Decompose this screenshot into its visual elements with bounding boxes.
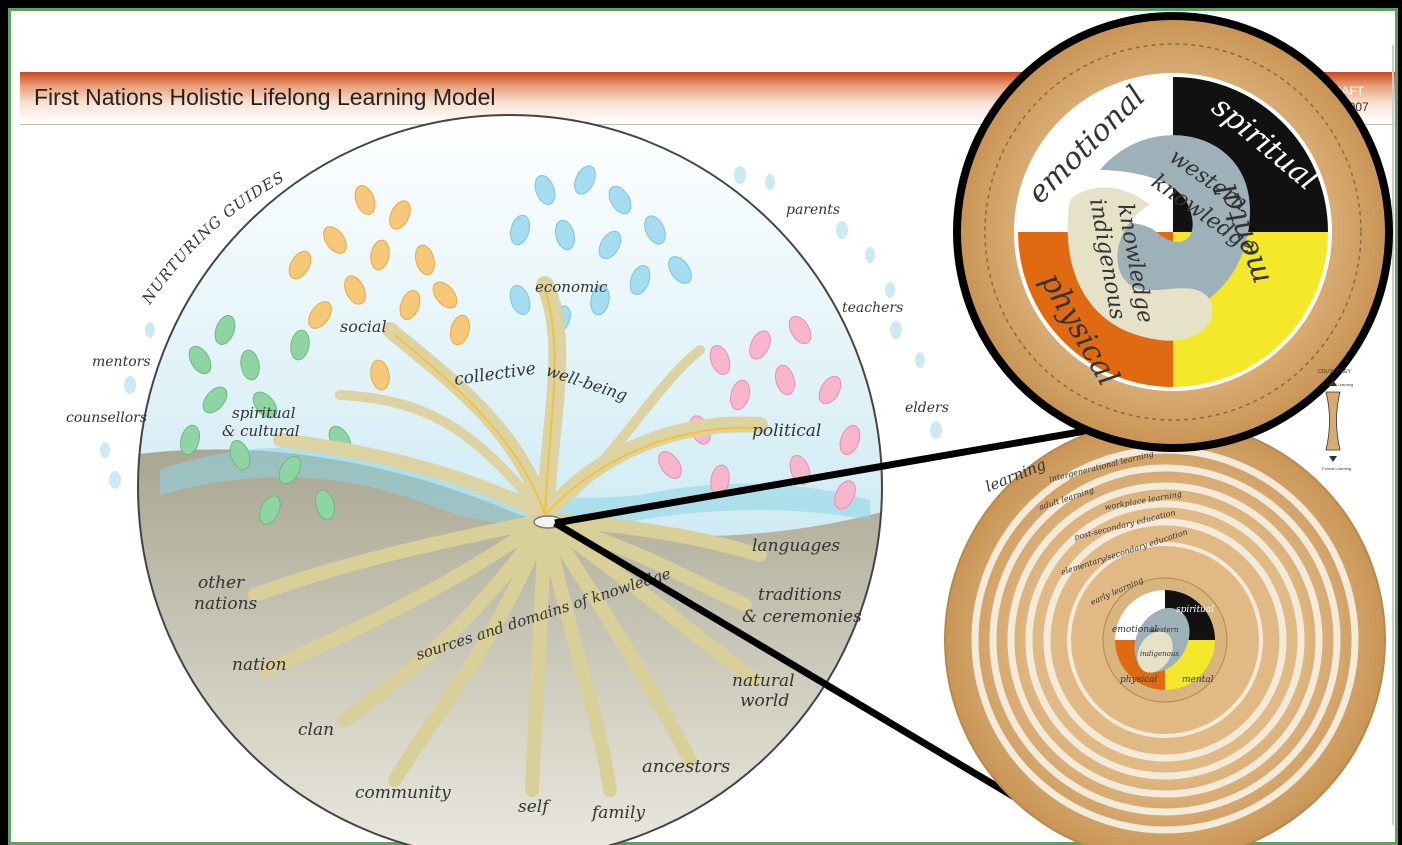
main-circle	[100, 114, 942, 845]
root-community: community	[355, 783, 451, 803]
rings-circle: emotional spiritual western indigenous p…	[944, 419, 1386, 845]
arrow-down-icon	[1329, 456, 1337, 462]
ground-area	[138, 449, 882, 845]
root-labels: other nations nation clan community self…	[194, 536, 862, 823]
main-circle-outline	[137, 114, 883, 845]
root-self: self	[518, 797, 551, 817]
arrow-up-icon	[1329, 380, 1337, 386]
western-knowledge-shape	[1088, 135, 1250, 322]
root-clan: clan	[298, 720, 334, 740]
guide-mentors: mentors	[92, 354, 151, 370]
quadrant-emotional	[1016, 75, 1173, 232]
colour-key-bottom: Formal Learning	[1322, 466, 1351, 471]
guide-counsellors: counsellors	[66, 410, 147, 426]
guide-elders: elders	[905, 400, 949, 416]
root-traditions: traditions	[758, 585, 842, 605]
page-title: First Nations Holistic Lifelong Learning…	[34, 84, 496, 110]
branch-political: political	[752, 421, 821, 441]
guide-teachers: teachers	[842, 300, 903, 316]
root-family: family	[590, 803, 645, 823]
tree-roots	[248, 513, 767, 797]
core-indigenous: indigenous	[1140, 650, 1179, 658]
core-emotional: emotional	[1112, 625, 1157, 635]
blue-leaves	[509, 165, 692, 335]
right-divider	[1392, 45, 1394, 825]
core-spiritual: spiritual	[1176, 605, 1214, 615]
root-ceremonies: & ceremonies	[742, 607, 862, 627]
branch-economic: economic	[535, 278, 608, 296]
core-mental: mental	[1182, 675, 1214, 685]
water-band	[160, 447, 870, 528]
guide-parents: parents	[786, 202, 840, 218]
root-ancestors: ancestors	[642, 756, 730, 777]
branch-cultural: & cultural	[222, 422, 300, 440]
branch-spiritual: spiritual	[232, 404, 296, 422]
branch-social: social	[340, 317, 387, 336]
zoom-circle: emotional spiritual physical mental west…	[953, 12, 1393, 452]
root-other: other	[198, 573, 245, 593]
raindrops	[100, 166, 942, 489]
root-languages: languages	[752, 536, 840, 556]
root-natural: natural	[732, 671, 795, 691]
root-world: world	[740, 691, 789, 711]
orange-leaves	[288, 185, 471, 391]
tree-branches	[273, 276, 768, 524]
colour-key-hourglass	[1325, 391, 1341, 451]
guide-labels: parents teachers elders mentors counsell…	[66, 202, 949, 426]
colour-key: COLOUR KEY Informal Learning Formal Lear…	[1318, 369, 1353, 471]
pink-leaves	[658, 315, 861, 510]
core-western: western	[1150, 626, 1179, 634]
colour-key-title: COLOUR KEY	[1318, 369, 1351, 375]
root-nation: nation	[232, 655, 287, 675]
tree-branch-highlights	[394, 289, 756, 516]
colour-key-top: Informal Learning	[1322, 382, 1353, 387]
green-leaves	[179, 315, 352, 525]
root-nations: nations	[194, 594, 258, 614]
core-physical: physical	[1120, 675, 1158, 685]
indigenous-knowledge-shape	[1067, 187, 1213, 341]
